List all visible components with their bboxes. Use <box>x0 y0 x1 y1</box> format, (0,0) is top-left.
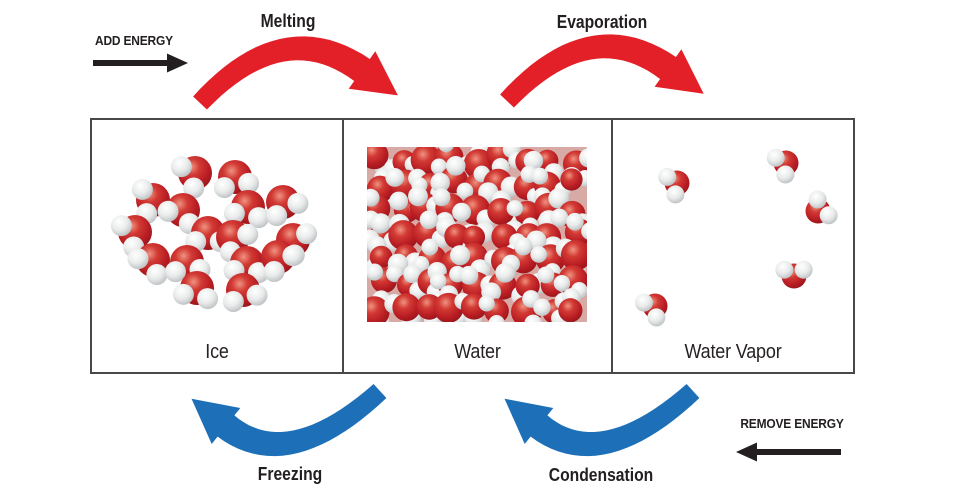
remove-energy-label: REMOVE ENERGY <box>740 416 844 431</box>
panel-water-vapor: Water Vapor <box>613 120 853 372</box>
state-panels: Ice Water Water Vapor <box>90 118 855 374</box>
melting-label: Melting <box>260 11 316 31</box>
evaporation-arrow <box>500 34 704 108</box>
evaporation-label: Evaporation <box>556 12 648 32</box>
remove-energy-arrow <box>736 442 841 462</box>
freezing-arrow <box>191 384 387 457</box>
panel-water: Water <box>344 120 613 372</box>
panel-ice-label: Ice <box>205 341 229 363</box>
panel-water-label: Water <box>454 341 501 363</box>
condensation-label: Condensation <box>548 465 654 485</box>
melting-arrow <box>193 36 398 110</box>
panel-water-vapor-label: Water Vapor <box>684 341 782 363</box>
condensation-arrow <box>504 384 700 457</box>
add-energy-arrow <box>93 53 188 73</box>
panel-ice: Ice <box>92 120 344 372</box>
freezing-label: Freezing <box>257 464 323 484</box>
add-energy-label: ADD ENERGY <box>95 33 173 48</box>
